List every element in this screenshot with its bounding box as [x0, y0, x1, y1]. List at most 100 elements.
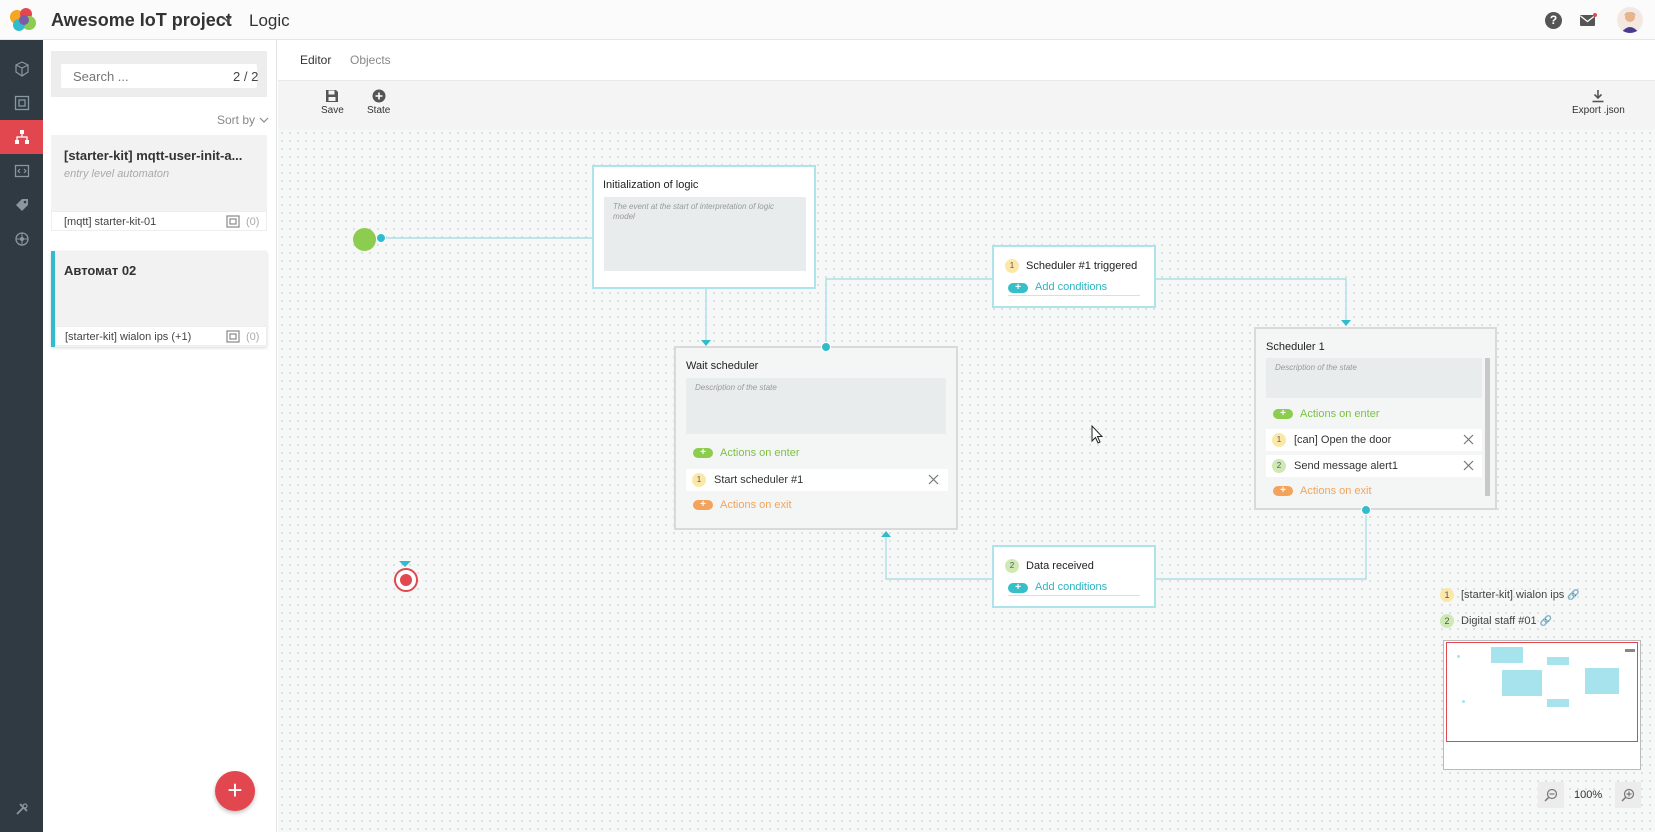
sidebar-item-devices[interactable] [0, 52, 43, 86]
tab-editor[interactable]: Editor [300, 53, 332, 67]
save-button[interactable]: Save [321, 89, 344, 116]
start-point[interactable] [353, 228, 376, 251]
action-item[interactable]: 2 Send message alert1 [1266, 455, 1482, 477]
add-state-button[interactable]: State [367, 89, 390, 116]
action-item[interactable]: 1 Start scheduler #1 [686, 469, 948, 491]
close-icon[interactable] [1463, 460, 1474, 471]
link-icon: 🔗 [1539, 616, 1553, 627]
actions-on-exit-label[interactable]: Actions on exit [1300, 485, 1372, 497]
sidebar-item-logic[interactable] [0, 120, 43, 154]
help-icon[interactable]: ? [1545, 12, 1562, 29]
state-wait-scheduler[interactable]: Wait scheduler Description of the state … [674, 346, 958, 530]
close-icon[interactable] [1463, 434, 1474, 445]
plus-icon: + [1008, 583, 1028, 593]
logic-canvas[interactable] [278, 129, 1655, 832]
project-title[interactable]: Awesome IoT project [51, 10, 232, 30]
close-icon[interactable] [928, 474, 939, 485]
export-json-button[interactable]: Export .json [1572, 89, 1625, 116]
connection-port[interactable] [376, 233, 386, 243]
card-title: [starter-kit] mqtt-user-init-a... [64, 148, 243, 163]
action-number: 1 [1272, 433, 1286, 447]
search-count: 2 / 2 [233, 69, 259, 84]
add-enter-action-icon[interactable]: + [1273, 409, 1293, 419]
device-frame-icon [14, 95, 29, 111]
end-point[interactable] [394, 568, 418, 592]
code-icon [14, 164, 29, 178]
transition-data-received[interactable]: 2 Data received + Add conditions [992, 545, 1156, 608]
left-nav-rail [0, 40, 43, 832]
add-enter-action-icon[interactable]: + [693, 448, 713, 458]
automaton-card[interactable]: [starter-kit] mqtt-user-init-a... entry … [51, 135, 267, 231]
sidebar-item-code[interactable] [0, 154, 43, 188]
minimap-block [1491, 647, 1523, 663]
object-badge: 2 [1005, 559, 1019, 573]
card-subtitle: entry level automaton [64, 168, 170, 180]
state-label: State [367, 105, 391, 116]
automaton-list-panel: 2 / 2 Sort by [starter-kit] mqtt-user-in… [43, 40, 277, 832]
chevron-down-icon[interactable] [221, 13, 233, 25]
state-description[interactable]: Description of the state [1266, 358, 1482, 398]
tools-icon [15, 803, 28, 815]
legend-object-link[interactable]: [starter-kit] wialon ips 🔗 [1461, 589, 1580, 601]
state-description[interactable]: Description of the state [686, 378, 946, 434]
init-logic-node[interactable]: Initialization of logic The event at the… [592, 165, 816, 289]
sort-by-button[interactable]: Sort by [217, 113, 256, 127]
mail-icon[interactable] [1579, 13, 1597, 27]
app-logo[interactable] [8, 6, 38, 34]
add-exit-action-icon[interactable]: + [1273, 486, 1293, 496]
minimap-viewport[interactable] [1446, 642, 1638, 742]
minimap-block [1502, 670, 1542, 696]
zoom-out-button[interactable] [1538, 782, 1564, 808]
sidebar-item-tags[interactable] [0, 188, 43, 222]
transition-title: Data received [1026, 560, 1094, 572]
add-conditions-label: Add conditions [1035, 281, 1108, 293]
mouse-cursor-icon [1091, 425, 1103, 444]
sidebar-item-objects[interactable] [0, 86, 43, 120]
sidebar-item-network[interactable] [0, 222, 43, 256]
card-footer-count: (0) [246, 216, 260, 228]
action-label: Start scheduler #1 [714, 474, 804, 486]
plus-circle-icon [372, 89, 386, 103]
sidebar-item-tools[interactable] [0, 792, 43, 826]
state-scrollbar[interactable] [1485, 358, 1490, 496]
automaton-card-selected[interactable]: Автомат 02 [starter-kit] wialon ips (+1)… [51, 251, 267, 347]
actions-on-exit-label[interactable]: Actions on exit [720, 499, 792, 511]
node-description: The event at the start of interpretation… [604, 197, 806, 271]
transition-scheduler-triggered[interactable]: 1 Scheduler #1 triggered + Add condition… [992, 245, 1156, 308]
chevron-down-icon[interactable] [259, 115, 269, 125]
zoom-out-icon [1544, 788, 1558, 802]
object-badge: 1 [1005, 259, 1019, 273]
minimap[interactable] [1443, 640, 1641, 770]
connection-port[interactable] [1361, 505, 1371, 515]
add-conditions-row[interactable]: + Add conditions [1008, 581, 1140, 596]
minimap-collapse-icon[interactable] [1625, 649, 1635, 652]
connection-port[interactable] [821, 342, 831, 352]
search-box: 2 / 2 [51, 51, 267, 97]
zoom-level: 100% [1574, 789, 1603, 801]
legend-badge: 2 [1440, 614, 1454, 628]
add-conditions-row[interactable]: + Add conditions [1008, 281, 1140, 296]
action-number: 1 [692, 473, 706, 487]
plus-icon: + [1008, 283, 1028, 293]
logic-tree-icon [14, 130, 29, 144]
tab-objects[interactable]: Objects [350, 53, 391, 67]
actions-on-enter-label[interactable]: Actions on enter [720, 447, 800, 459]
device-frame-icon [226, 215, 240, 228]
editor-toolbar: Save State Export .json [278, 81, 1655, 129]
legend-label: [starter-kit] wialon ips [1461, 589, 1565, 601]
tab-bar: Editor Objects [278, 40, 1655, 81]
state-scheduler-1[interactable]: Scheduler 1 Description of the state + A… [1254, 327, 1497, 510]
network-icon [14, 232, 29, 246]
minimap-dot [1462, 700, 1465, 703]
search-input[interactable] [61, 64, 257, 88]
card-footer: [starter-kit] wialon ips (+1) (0) [55, 326, 267, 346]
legend-label: Digital staff #01 [1461, 615, 1537, 627]
actions-on-enter-label[interactable]: Actions on enter [1300, 408, 1380, 420]
zoom-in-button[interactable] [1615, 782, 1641, 808]
legend-object-link[interactable]: Digital staff #01 🔗 [1461, 615, 1552, 627]
avatar[interactable] [1617, 7, 1643, 33]
add-exit-action-icon[interactable]: + [693, 500, 713, 510]
transition-title: Scheduler #1 triggered [1026, 260, 1138, 272]
action-item[interactable]: 1 [can] Open the door [1266, 429, 1482, 451]
add-automaton-button[interactable]: + [215, 771, 255, 811]
